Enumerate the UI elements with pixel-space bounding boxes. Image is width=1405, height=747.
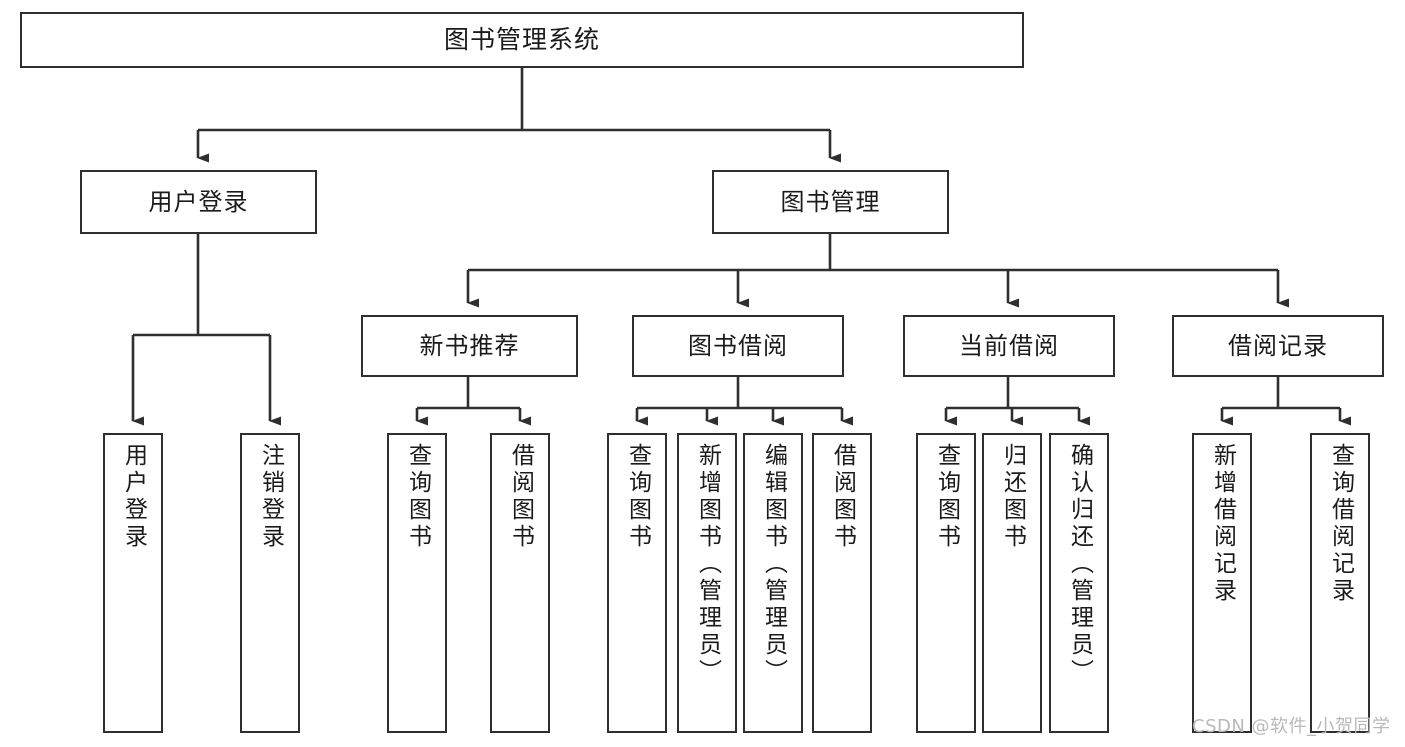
node-label: 图书管理 bbox=[780, 187, 881, 216]
leaf-current-query-book[interactable]: 查询图书 bbox=[916, 433, 976, 733]
node-root-system[interactable]: 图书管理系统 bbox=[20, 12, 1024, 68]
node-borrow-records[interactable]: 借阅记录 bbox=[1172, 315, 1384, 377]
leaf-records-add-record[interactable]: 新增借阅记录 bbox=[1192, 433, 1252, 733]
node-label: 用户登录 bbox=[120, 443, 147, 551]
node-current-borrow[interactable]: 当前借阅 bbox=[903, 315, 1115, 377]
node-label: 查询图书 bbox=[933, 443, 960, 551]
leaf-new-book-borrow[interactable]: 借阅图书 bbox=[490, 433, 550, 733]
node-label: 借阅图书 bbox=[507, 443, 534, 551]
node-label: 编辑图书（管理员） bbox=[760, 443, 787, 686]
node-label: 新增借阅记录 bbox=[1209, 443, 1236, 605]
leaf-new-book-query[interactable]: 查询图书 bbox=[387, 433, 447, 733]
node-label: 新增图书（管理员） bbox=[694, 443, 721, 686]
leaf-records-query-record[interactable]: 查询借阅记录 bbox=[1310, 433, 1370, 733]
node-book-management[interactable]: 图书管理 bbox=[712, 170, 949, 234]
node-label: 查询图书 bbox=[624, 443, 651, 551]
node-label: 当前借阅 bbox=[959, 331, 1059, 360]
leaf-current-confirm-return-admin[interactable]: 确认归还（管理员） bbox=[1049, 433, 1109, 733]
leaf-borrow-edit-book-admin[interactable]: 编辑图书（管理员） bbox=[743, 433, 803, 733]
node-label: 借阅图书 bbox=[829, 443, 856, 551]
leaf-current-return-book[interactable]: 归还图书 bbox=[982, 433, 1042, 733]
leaf-user-login-signout[interactable]: 注销登录 bbox=[240, 433, 300, 733]
node-label: 图书管理系统 bbox=[443, 25, 600, 55]
node-label: 查询借阅记录 bbox=[1327, 443, 1354, 605]
node-book-borrow[interactable]: 图书借阅 bbox=[632, 315, 844, 377]
watermark-text: CSDN @软件_小贺同学 bbox=[1192, 716, 1391, 737]
node-label: 新书推荐 bbox=[419, 331, 520, 360]
node-label: 确认归还（管理员） bbox=[1066, 443, 1093, 686]
node-label: 归还图书 bbox=[999, 443, 1026, 551]
node-new-book-recommend[interactable]: 新书推荐 bbox=[361, 315, 578, 377]
node-label: 注销登录 bbox=[257, 443, 284, 551]
leaf-borrow-borrow-book[interactable]: 借阅图书 bbox=[812, 433, 872, 733]
leaf-borrow-add-book-admin[interactable]: 新增图书（管理员） bbox=[677, 433, 737, 733]
node-label: 用户登录 bbox=[148, 187, 249, 216]
leaf-user-login-signin[interactable]: 用户登录 bbox=[103, 433, 163, 733]
node-label: 图书借阅 bbox=[688, 331, 788, 360]
node-label: 借阅记录 bbox=[1228, 331, 1328, 360]
leaf-borrow-query-book[interactable]: 查询图书 bbox=[607, 433, 667, 733]
node-label: 查询图书 bbox=[404, 443, 431, 551]
node-user-login[interactable]: 用户登录 bbox=[80, 170, 317, 234]
